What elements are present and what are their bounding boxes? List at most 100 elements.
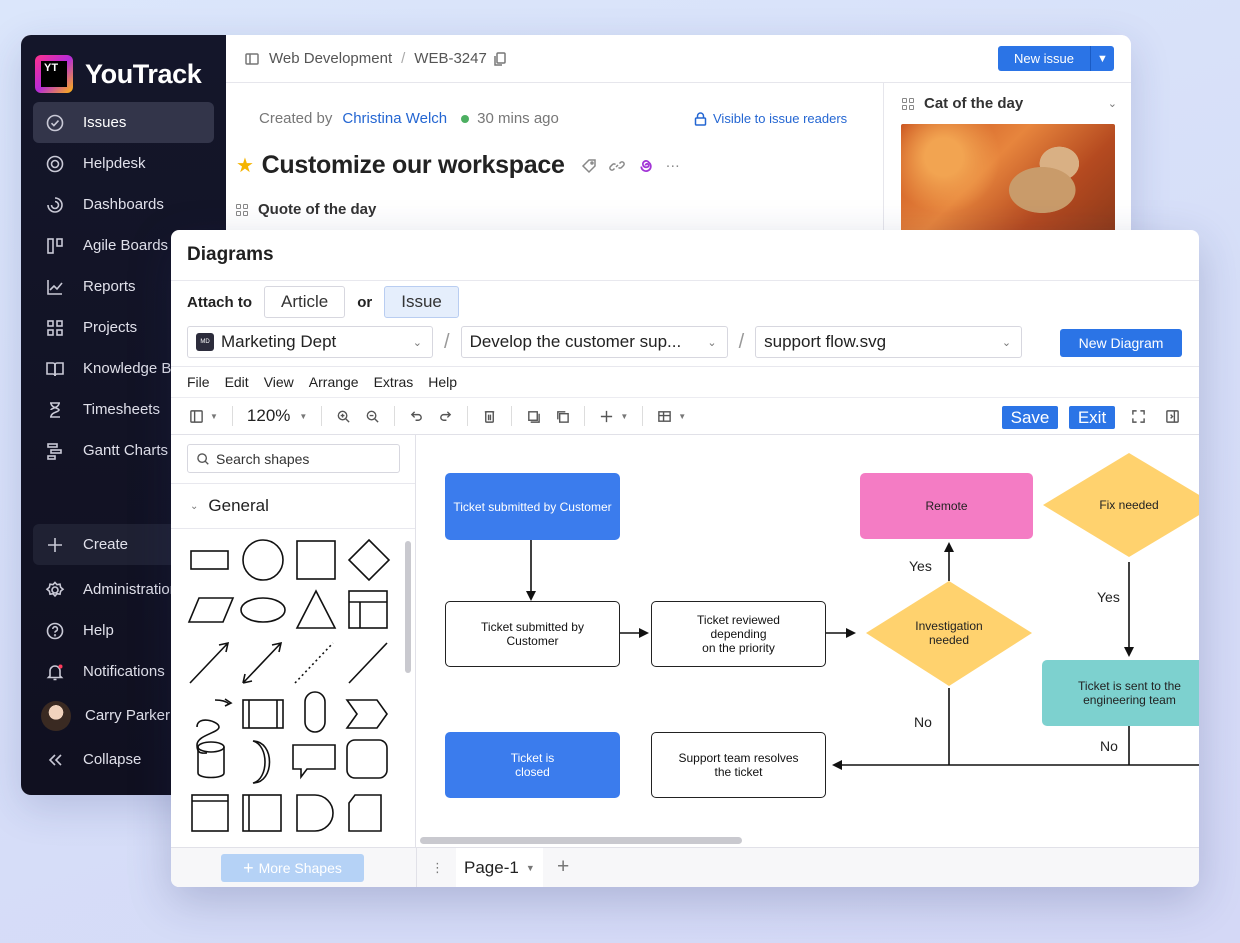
zoom-out-icon[interactable] (365, 409, 380, 424)
sidebar-item-projects[interactable]: Projects (33, 307, 214, 348)
link-icon[interactable] (608, 158, 625, 174)
sidebar-item-helpdesk[interactable]: Helpdesk (33, 143, 214, 184)
sidebar-item-help[interactable]: Help (33, 610, 214, 651)
collapse-panel-icon[interactable] (1165, 409, 1180, 424)
shape-ellipse[interactable] (242, 539, 284, 581)
shape-callout[interactable] (292, 744, 336, 780)
shapes-scrollbar[interactable] (405, 541, 411, 673)
chevron-down-icon[interactable]: ⌄ (1107, 98, 1117, 110)
visibility-link[interactable]: Visible to issue readers (694, 111, 847, 126)
shape-curved-arrow[interactable] (196, 698, 233, 754)
ai-spiral-icon[interactable] (637, 157, 654, 174)
redo-icon[interactable] (438, 409, 453, 424)
new-diagram-button[interactable]: New Diagram (1060, 329, 1182, 357)
sidebar-item-user[interactable]: Carry Parker (33, 692, 214, 739)
shape-cylinder[interactable] (197, 741, 225, 779)
sidebar-item-agile-boards[interactable]: Agile Boards (33, 225, 214, 266)
logo[interactable]: YT YouTrack (35, 55, 202, 93)
shape-process[interactable] (242, 699, 284, 729)
decision-investigation-needed[interactable] (866, 581, 1032, 686)
zoom-select[interactable]: 120% ▼ (247, 406, 307, 426)
shape-dotted-line[interactable] (294, 642, 334, 684)
undo-icon[interactable] (409, 409, 424, 424)
canvas-horizontal-scrollbar[interactable] (420, 837, 742, 844)
menu-extras[interactable]: Extras (373, 374, 414, 390)
table-menu[interactable]: ▼ (657, 409, 686, 424)
more-shapes-button[interactable]: + More Shapes (221, 854, 364, 882)
shape-oval[interactable] (240, 597, 286, 623)
node-engineering-team[interactable]: Ticket is sent to the engineering team (1042, 660, 1199, 726)
shape-rounded-square[interactable] (346, 739, 388, 779)
to-front-icon[interactable] (526, 409, 541, 424)
sidebar-item-timesheets[interactable]: Timesheets (33, 389, 214, 430)
shape-table[interactable] (348, 590, 388, 629)
more-icon[interactable]: ··· (665, 157, 680, 174)
format-panel-toggle[interactable]: ▼ (189, 409, 218, 424)
shape-rectangle[interactable] (190, 550, 229, 570)
menu-file[interactable]: File (187, 374, 210, 390)
add-page-icon[interactable]: + (557, 855, 570, 878)
shape-bidirectional-arrow[interactable] (242, 641, 283, 684)
tag-icon[interactable] (581, 158, 597, 174)
star-icon[interactable]: ★ (236, 155, 254, 177)
shape-group-general[interactable]: ⌄ General (171, 483, 415, 529)
menu-edit[interactable]: Edit (224, 374, 249, 390)
sidebar-toggle-icon[interactable] (244, 51, 260, 67)
menu-arrange[interactable]: Arrange (308, 374, 359, 390)
shape-arrow[interactable] (189, 641, 230, 684)
copy-icon[interactable] (492, 51, 508, 67)
file-select[interactable]: support flow.svg ⌄ (755, 326, 1023, 358)
sidebar-item-issues[interactable]: Issues (33, 102, 214, 143)
node-ticket-submitted-top[interactable]: Ticket submitted by Customer (445, 473, 620, 540)
shape-parallelogram[interactable] (187, 597, 235, 623)
chevron-down-icon[interactable]: ▼ (1090, 46, 1114, 71)
shape-delay[interactable] (296, 794, 334, 832)
sidebar-item-gantt-charts[interactable]: Gantt Charts (33, 430, 214, 471)
node-ticket-submitted[interactable]: Ticket submitted by Customer (445, 601, 620, 667)
menu-view[interactable]: View (263, 374, 294, 390)
node-remote[interactable]: Remote (860, 473, 1033, 539)
attach-issue-button[interactable]: Issue (384, 286, 459, 318)
shape-container[interactable] (191, 794, 229, 832)
sidebar-item-knowledge-base[interactable]: Knowledge Base (33, 348, 214, 389)
attach-article-button[interactable]: Article (264, 286, 346, 318)
shape-line[interactable] (348, 642, 388, 684)
shape-moon[interactable] (252, 740, 271, 784)
decision-fix-needed[interactable] (1043, 453, 1199, 557)
exit-button[interactable]: Exit (1069, 406, 1115, 429)
delete-icon[interactable] (482, 409, 497, 424)
sidebar-item-administration[interactable]: Administration (33, 569, 214, 610)
node-ticket-closed[interactable]: Ticket is closed (445, 732, 620, 798)
breadcrumb-project[interactable]: Web Development (269, 50, 393, 67)
author-link[interactable]: Christina Welch (342, 110, 448, 127)
page-tab[interactable]: Page-1 ▼ (456, 848, 543, 887)
new-issue-button[interactable]: New issue (998, 46, 1090, 71)
sidebar-item-notifications[interactable]: Notifications (33, 651, 214, 692)
space-select[interactable]: MD Marketing Dept ⌄ (187, 326, 433, 358)
node-support-resolves[interactable]: Support team resolves the ticket (651, 732, 826, 798)
shape-step[interactable] (345, 699, 388, 729)
sidebar-item-dashboards[interactable]: Dashboards (33, 184, 214, 225)
shape-square[interactable] (296, 540, 336, 580)
sidebar-item-reports[interactable]: Reports (33, 266, 214, 307)
connector-no-to-resolves[interactable] (834, 688, 1199, 765)
shape-terminator[interactable] (304, 691, 326, 733)
shape-internal-storage[interactable] (242, 794, 282, 832)
save-button[interactable]: Save (1002, 406, 1058, 429)
to-back-icon[interactable] (555, 409, 570, 424)
shape-diamond[interactable] (347, 538, 391, 582)
node-ticket-reviewed[interactable]: Ticket reviewed depending on the priorit… (651, 601, 826, 667)
menu-help[interactable]: Help (428, 374, 458, 390)
breadcrumb-issue-id[interactable]: WEB-3247 (414, 50, 487, 67)
insert-menu[interactable]: ▼ (599, 409, 628, 424)
document-select[interactable]: Develop the customer sup... ⌄ (460, 326, 728, 358)
cat-widget-header[interactable]: Cat of the day ⌄ (902, 95, 1117, 112)
shape-triangle[interactable] (295, 589, 337, 629)
page-menu-icon[interactable]: ⋮ (431, 860, 444, 875)
diagram-canvas[interactable]: Ticket submitted by Customer Ticket subm… (416, 435, 1199, 847)
shape-card[interactable] (348, 794, 382, 832)
fullscreen-icon[interactable] (1131, 409, 1146, 424)
zoom-in-icon[interactable] (336, 409, 351, 424)
sidebar-item-collapse[interactable]: Collapse (33, 739, 214, 780)
search-shapes-input[interactable]: Search shapes (187, 444, 400, 473)
